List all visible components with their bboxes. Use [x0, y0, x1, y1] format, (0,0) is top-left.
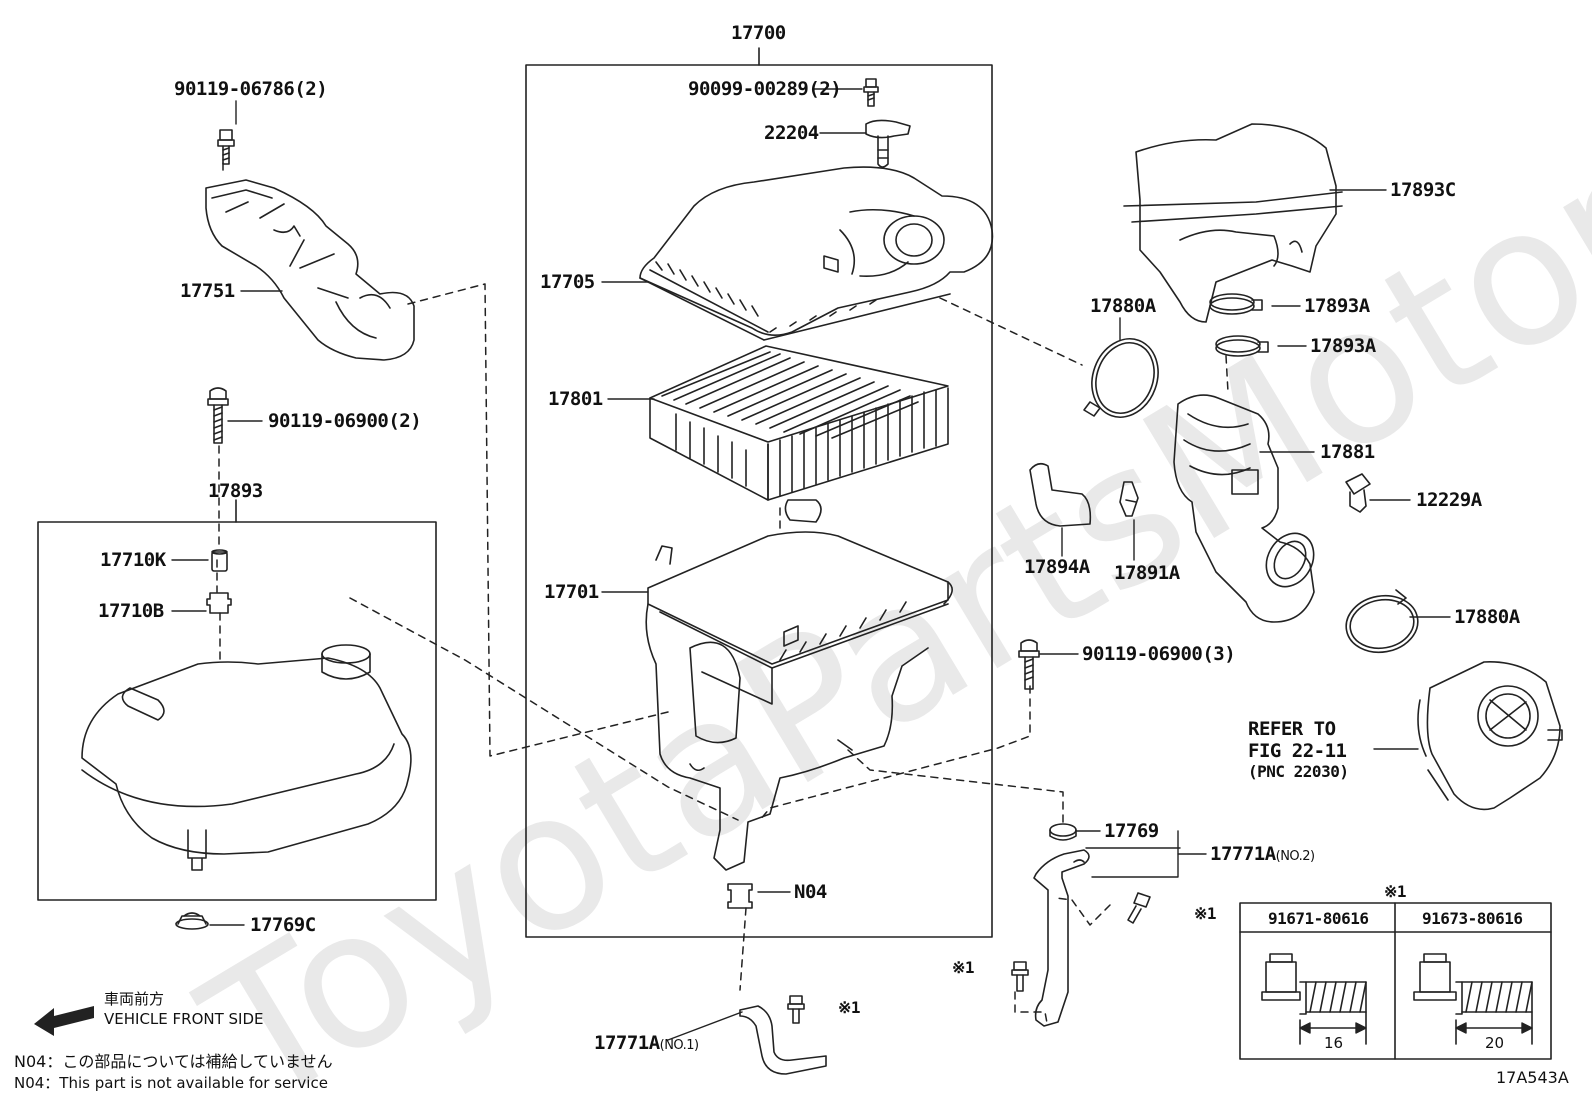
label-17893A-1: 17893A — [1304, 295, 1370, 317]
dashed-leaders — [216, 162, 1229, 1024]
cover-17893C — [1123, 123, 1343, 323]
grommet-N04 — [727, 883, 753, 909]
clamp-17880A-bottom — [1345, 589, 1419, 654]
bolt-table-col2-length: 20 — [1485, 1034, 1505, 1052]
label-17893: 17893 — [208, 480, 263, 502]
label-22204: 22204 — [764, 122, 819, 144]
bolt-90119-06786 — [217, 129, 235, 165]
refer-line-2: FIG 22-11 — [1248, 740, 1347, 762]
label-17710B: 17710B — [98, 600, 164, 622]
bolt-table — [1239, 902, 1552, 1060]
bolt-mark-1-b — [1011, 961, 1029, 992]
label-17771A-no1-suffix: (NO.1) — [659, 1038, 699, 1053]
bolt-mark-1-a — [1127, 892, 1151, 924]
clamp-17880A-top — [1083, 338, 1159, 418]
label-17771A-no2-suffix: (NO.2) — [1275, 849, 1315, 864]
label-17881: 17881 — [1320, 441, 1375, 463]
label-17769: 17769 — [1104, 820, 1159, 842]
clip-17891A — [1119, 481, 1139, 517]
label-17893A-2: 17893A — [1310, 335, 1376, 357]
label-12229A: 12229A — [1416, 489, 1482, 511]
label-17769C: 17769C — [250, 914, 316, 936]
air-cleaner-cap-17705 — [639, 166, 994, 341]
label-mark-1-a: ※1 — [1194, 904, 1217, 923]
label-90119-06900-3: 90119-06900(3) — [1082, 643, 1236, 665]
sensor-12229A — [1345, 473, 1371, 513]
assembly-frame-17700 — [525, 64, 993, 938]
bolt-table-mark: ※1 — [1384, 882, 1407, 901]
sensor-22204 — [865, 119, 911, 168]
label-90119-06786: 90119-06786(2) — [174, 78, 328, 100]
label-17751: 17751 — [180, 280, 235, 302]
label-17710K: 17710K — [100, 549, 166, 571]
label-17771A-no2: 17771A(NO.2) — [1210, 845, 1315, 864]
label-17701: 17701 — [544, 581, 599, 603]
label-17894A: 17894A — [1024, 556, 1090, 578]
label-mark-1-no1: ※1 — [838, 998, 861, 1017]
direction-en: VEHICLE FRONT SIDE — [104, 1010, 264, 1028]
label-17891A: 17891A — [1114, 562, 1180, 584]
label-17771A-no2-number: 17771A — [1210, 843, 1276, 865]
label-17893C: 17893C — [1390, 179, 1456, 201]
bolt-table-col1-length: 16 — [1324, 1034, 1344, 1052]
label-mark-1-b: ※1 — [952, 958, 975, 977]
tank-frame — [37, 521, 437, 901]
hose-17881 — [1173, 394, 1315, 623]
label-17700: 17700 — [731, 22, 786, 44]
bracket-17771A-no1 — [739, 1005, 827, 1075]
refer-line-3: (PNC 22030) — [1248, 762, 1349, 781]
grommet-17710K — [211, 549, 228, 572]
filter-element-17801 — [649, 345, 949, 501]
label-N04: N04 — [794, 881, 827, 903]
bolt-mark-1-c — [787, 995, 805, 1024]
grommet-17769 — [1049, 823, 1077, 841]
clamp-17893A-2 — [1215, 335, 1269, 357]
dimension-arrows — [1299, 1022, 1533, 1034]
clamp-17893A-1 — [1209, 293, 1263, 315]
label-17880A-top: 17880A — [1090, 295, 1156, 317]
label-17771A-no1: 17771A(NO.1) — [594, 1034, 699, 1053]
label-17771A-no1-number: 17771A — [594, 1032, 660, 1054]
label-17705: 17705 — [540, 271, 595, 293]
label-17880A-bottom: 17880A — [1454, 606, 1520, 628]
inlet-duct-17751 — [205, 179, 415, 361]
refer-line-1: REFER TO — [1248, 718, 1336, 740]
note-en: N04：This part is not available for servi… — [14, 1074, 328, 1092]
bolt-90119-06900-3 — [1018, 639, 1040, 690]
throttle-body — [1417, 661, 1563, 811]
label-17801: 17801 — [548, 388, 603, 410]
bolt-90119-06900-2 — [207, 387, 229, 444]
bracket-17771A-no2 — [1033, 849, 1090, 1027]
reservoir-tank — [81, 644, 412, 871]
hose-17894A — [1029, 462, 1092, 527]
air-cleaner-case-17701 — [645, 499, 953, 871]
cap-17769C — [175, 912, 209, 930]
direction-jp: 車両前方 — [104, 990, 165, 1008]
note-jp: N04：この部品については補給していません — [14, 1052, 333, 1071]
label-90119-06900-2: 90119-06900(2) — [268, 410, 422, 432]
label-90099-00289: 90099-00289(2) — [688, 78, 842, 100]
bolt-table-col2-part: 91673-80616 — [1422, 909, 1523, 928]
front-direction-arrow-icon — [34, 1006, 94, 1036]
leader-lines — [171, 88, 1451, 1041]
figure-id: 17A543A — [1496, 1068, 1569, 1087]
grommet-17710B — [206, 592, 232, 614]
bolt-90099-00289 — [863, 78, 879, 107]
bolt-table-col1-part: 91671-80616 — [1268, 909, 1369, 928]
